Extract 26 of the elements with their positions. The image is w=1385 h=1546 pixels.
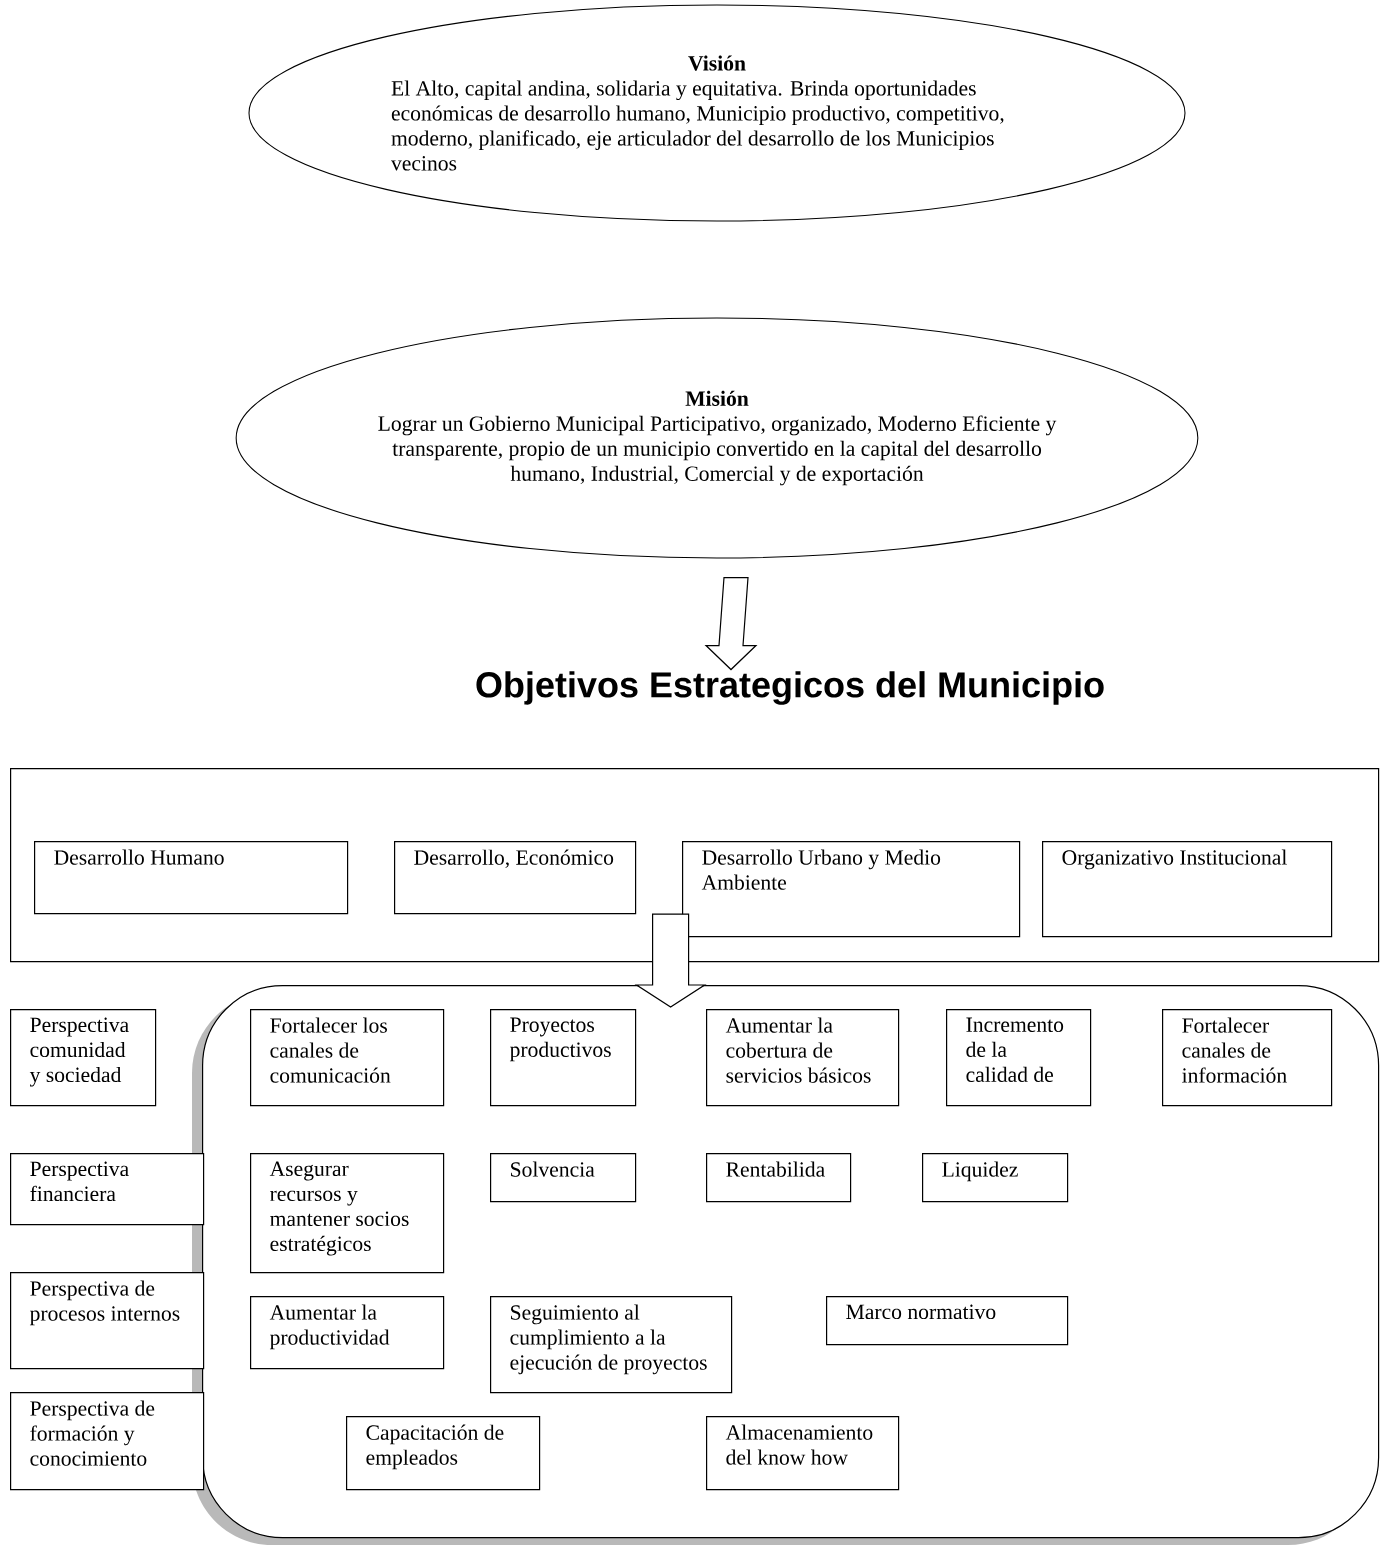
text-box: Almacenamiento del know how	[706, 1416, 900, 1491]
text-box: Rentabilida	[706, 1153, 852, 1203]
text-box: Perspectiva de procesos internos	[10, 1272, 205, 1370]
text-box: Capacitación de empleados	[346, 1416, 541, 1491]
text-box: Aumentar la cobertura de servicios básicos	[706, 1009, 900, 1107]
text-box: Incremento de la calidad de	[946, 1009, 1092, 1107]
text-box: Organizativo Institucional	[1042, 841, 1333, 938]
block-arrow	[704, 576, 758, 671]
text-box: Desarrollo, Económico	[394, 841, 637, 915]
text-box: Seguimiento al cumplimiento a la ejecución de proyectos	[490, 1296, 733, 1394]
text-box: Perspectiva de formación y conocimiento	[10, 1392, 205, 1491]
text-box: Proyectos productivos	[490, 1009, 637, 1107]
text-box: Liquidez	[922, 1153, 1069, 1203]
text-box: Fortalecer canales de información	[1162, 1009, 1333, 1107]
text-box: Asegurar recursos y mantener socios estratégicos	[250, 1153, 445, 1274]
text-box: Perspectiva comunidad y sociedad	[10, 1009, 157, 1107]
text-box: Marco normativo	[826, 1296, 1069, 1346]
text-box: Fortalecer los canales de comunicación	[250, 1009, 445, 1107]
heading: Objetivos Estrategicos del Municipio	[476, 671, 1104, 705]
text-box: Aumentar la productividad	[250, 1296, 445, 1370]
text-box: Desarrollo Urbano y Medio Ambiente	[682, 841, 1021, 938]
text-box: Desarrollo Humano	[34, 841, 349, 915]
text-box: Perspectiva financiera	[10, 1153, 205, 1226]
block-arrow	[634, 913, 707, 1008]
text-box: Solvencia	[490, 1153, 637, 1203]
frame-box	[10, 768, 1380, 963]
